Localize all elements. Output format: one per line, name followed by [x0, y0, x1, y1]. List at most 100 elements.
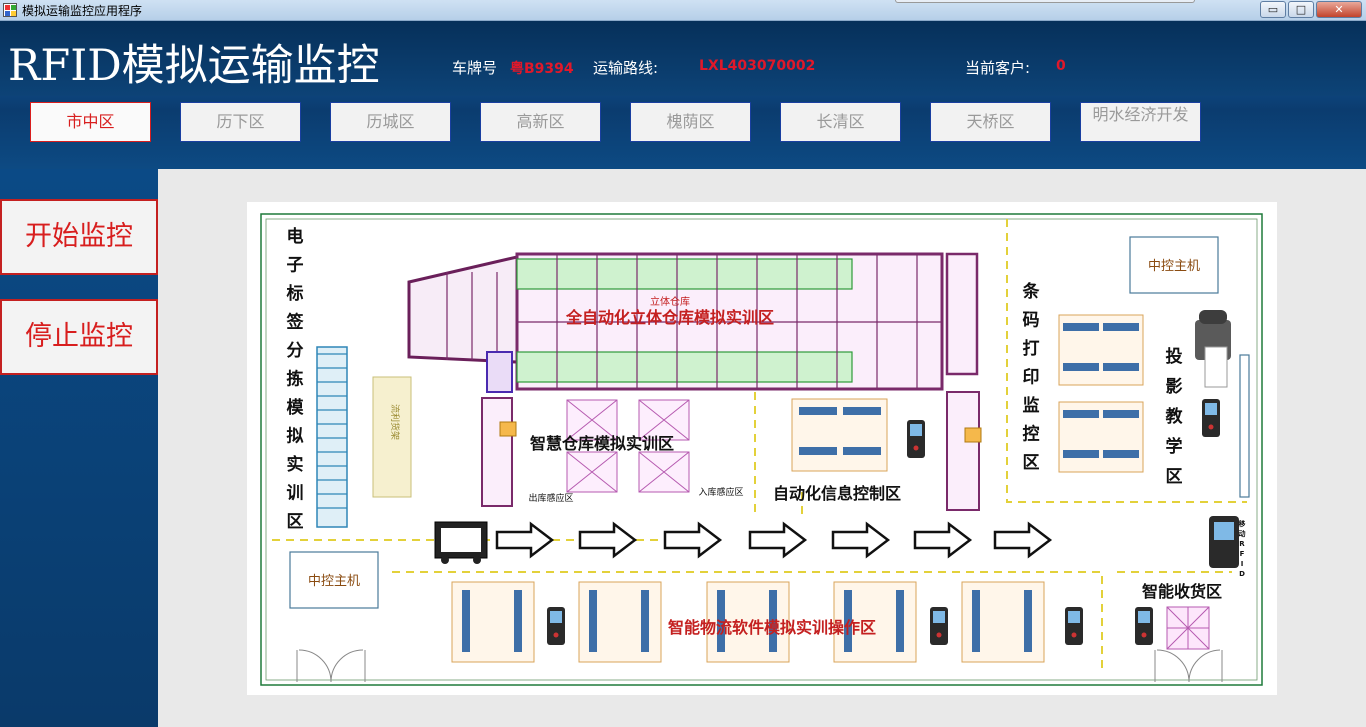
window-titlebar: 模拟运输监控应用程序 ▭ □ ✕	[0, 0, 1366, 21]
central-host-top	[1129, 236, 1219, 294]
doors	[296, 649, 1223, 683]
plate-value: 粤B9394	[510, 61, 574, 77]
header-top: RFID模拟运输监控 车牌号 粤B9394 运输路线: LXL403070002…	[0, 21, 1366, 96]
logistics-zone-label: 智能物流软件模拟实训操作区	[668, 618, 876, 637]
transport-vehicle-icon	[434, 521, 488, 564]
route-value: LXL403070002	[699, 58, 816, 74]
arrow-icon	[993, 521, 1053, 559]
smart-warehouse-label: 智慧仓库模拟实训区	[530, 434, 674, 453]
floorplan-map: 流利货架 电子标签分拣模拟实训区 条码打印监控区 投影教学区 立体仓库	[247, 202, 1277, 695]
central-host-bottom-label: 中控主机	[308, 574, 360, 589]
route-label: 运输路线:	[593, 59, 659, 77]
exit-sensor-label: 出库感应区	[528, 492, 573, 504]
customer-value: 0	[1056, 58, 1066, 74]
district-button-tianqiao[interactable]: 天桥区	[930, 102, 1051, 142]
printer-icon	[1195, 310, 1231, 388]
warehouse-3d-label: 全自动化立体仓库模拟实训区	[565, 308, 774, 327]
barcode-zone-char: 码	[1023, 311, 1040, 331]
barcode-zone-char: 打	[1023, 338, 1040, 359]
sorting-zone-char: 实	[287, 454, 304, 475]
sorting-zone-char: 拟	[287, 426, 304, 447]
barcode-zone-char: 印	[1023, 368, 1040, 388]
sorting-zone-char: 训	[287, 484, 304, 504]
receiving-rack	[1166, 606, 1210, 650]
mobile-rfid-device-icon	[1209, 516, 1239, 568]
projection-screen	[1239, 354, 1250, 498]
barcode-zone-char: 区	[1023, 453, 1040, 473]
sidebar: 开始监控 停止监控	[0, 169, 158, 727]
sorting-conveyor	[316, 346, 348, 528]
district-button-shizhong[interactable]: 市中区	[30, 102, 151, 142]
mobile-rfid-char: D	[1239, 570, 1245, 578]
sorting-zone-char: 子	[287, 256, 304, 276]
district-button-licheng[interactable]: 历城区	[330, 102, 451, 142]
main-area: 流利货架 电子标签分拣模拟实训区 条码打印监控区 投影教学区 立体仓库	[158, 169, 1366, 727]
sorting-zone-char: 签	[286, 312, 305, 333]
barcode-desks	[1058, 314, 1144, 473]
info-control-desks	[791, 398, 888, 472]
sorting-zone-char: 模	[287, 397, 305, 418]
barcode-zone-char: 控	[1023, 424, 1040, 445]
mobile-rfid-char: 动	[1239, 529, 1246, 538]
mobile-rfid-char: 移	[1239, 519, 1246, 528]
flow-rack	[372, 376, 412, 498]
info-control-label: 自动化信息控制区	[773, 484, 901, 503]
inner-wall	[265, 218, 1258, 681]
sorting-zone-char: 区	[287, 512, 304, 532]
arrow-icon	[495, 521, 555, 559]
maximize-icon[interactable]: □	[1288, 1, 1314, 18]
projection-zone-char: 投	[1166, 346, 1183, 367]
district-button-changqing[interactable]: 长清区	[780, 102, 901, 142]
arrow-icon	[748, 521, 808, 559]
mobile-rfid-char: R	[1239, 540, 1245, 548]
barcode-zone-char: 监	[1023, 395, 1040, 416]
arrow-icon	[578, 521, 638, 559]
district-button-lixia[interactable]: 历下区	[180, 102, 301, 142]
auto-warehouse	[407, 252, 979, 393]
flow-rack-label: 流利货架	[389, 404, 401, 440]
start-monitor-button[interactable]: 开始监控	[0, 199, 158, 275]
district-button-gaoxin[interactable]: 高新区	[480, 102, 601, 142]
entry-sensor-label: 入库感应区	[698, 486, 743, 498]
arrow-icon	[913, 521, 973, 559]
plate-label: 车牌号	[452, 59, 498, 77]
barcode-zone-char: 条	[1022, 281, 1041, 302]
sorting-zone-char: 电	[287, 226, 304, 247]
side-shelves	[481, 391, 982, 511]
minimize-icon[interactable]: ▭	[1260, 1, 1286, 18]
projection-zone-char: 教	[1165, 406, 1184, 427]
titlebar-overlay	[895, 0, 1195, 3]
smart-warehouse-racks	[566, 399, 690, 493]
window-title: 模拟运输监控应用程序	[22, 4, 143, 18]
arrow-icon	[831, 521, 891, 559]
sorting-zone-char: 分	[287, 341, 304, 361]
central-host-bottom	[289, 551, 379, 609]
sorting-zone-char: 拣	[287, 369, 304, 390]
warehouse-sub-label: 立体仓库	[650, 295, 690, 308]
stop-monitor-button[interactable]: 停止监控	[0, 299, 158, 375]
district-button-huaiyin[interactable]: 槐荫区	[630, 102, 751, 142]
sorting-zone-char: 标	[287, 283, 304, 304]
district-button-mingshui[interactable]: 明水经济开发	[1080, 102, 1201, 142]
receiving-zone-label: 智能收货区	[1142, 582, 1222, 601]
projection-zone-char: 区	[1166, 467, 1183, 487]
customer-label: 当前客户:	[965, 59, 1031, 77]
central-host-top-label: 中控主机	[1148, 259, 1200, 274]
header-panel: RFID模拟运输监控 车牌号 粤B9394 运输路线: LXL403070002…	[0, 21, 1366, 169]
projection-zone-char: 学	[1166, 436, 1183, 457]
projection-zone-char: 影	[1166, 377, 1183, 397]
route-arrows	[495, 521, 1053, 559]
close-icon[interactable]: ✕	[1316, 1, 1362, 18]
mobile-rfid-char: F	[1240, 550, 1245, 558]
logistics-desks	[451, 581, 1045, 663]
outer-wall	[260, 213, 1263, 686]
mobile-rfid-char: I	[1241, 560, 1244, 568]
app-icon	[3, 3, 17, 17]
app-title: RFID模拟运输监控	[8, 41, 380, 91]
